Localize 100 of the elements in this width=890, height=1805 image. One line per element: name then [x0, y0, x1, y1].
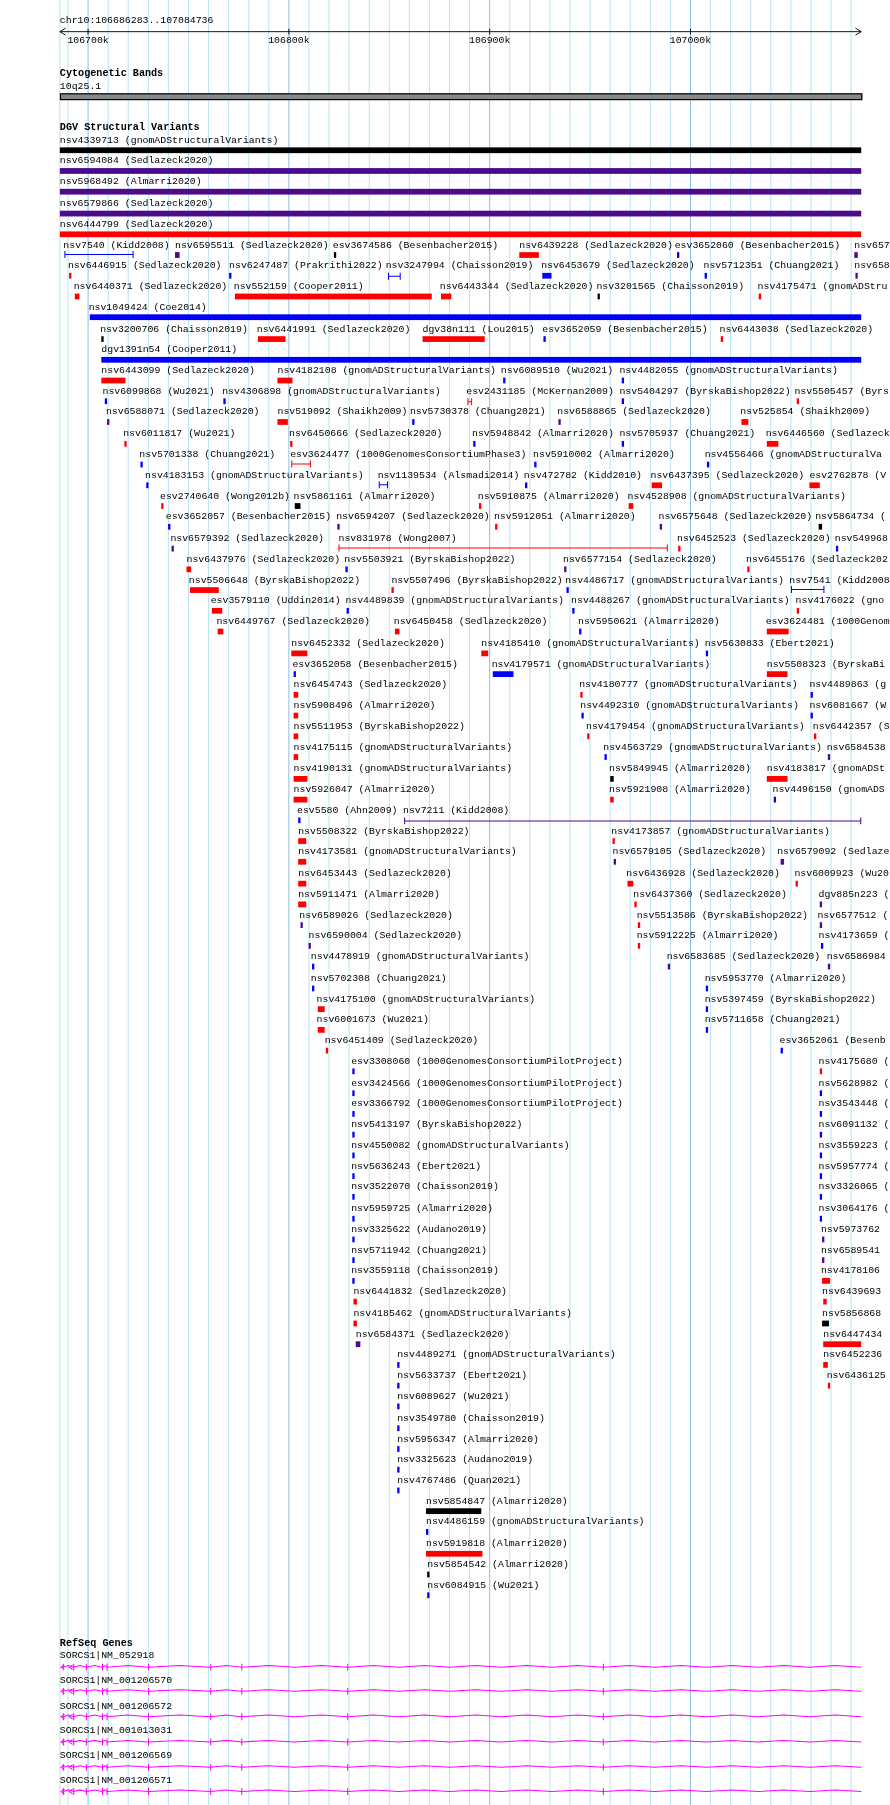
variant-label: nsv831978 (Wong2007) — [338, 532, 457, 546]
variant-label: nsv5630833 (Ebert2021) — [704, 637, 835, 650]
variant-label: nsv6452236 — [823, 1349, 883, 1362]
variant-label: nsv5397459 (ByrskaBishop2022) — [704, 993, 876, 1006]
variant-label: nsv5854542 (Almarri2020) — [427, 1558, 569, 1572]
variant-label: nsv4478919 (gnomADStructuralVariants) — [310, 951, 530, 965]
variant-label: esv3652059 (Besenbacher2015) — [542, 323, 708, 336]
variant-label: nsv5910002 (Almarri2020) — [533, 448, 675, 462]
variant-label: nsv6436928 (Sedlazeck2020) — [626, 867, 780, 881]
variant-label: nsv6439228 (Sedlazeck2020) — [519, 239, 673, 252]
variant-label: nsv6584538 — [826, 742, 886, 755]
variant-label: esv3652058 (Besenbacher2015) — [292, 658, 458, 671]
variant-label: nsv3247994 (Chaisson2019) — [385, 260, 534, 273]
gene-label: SORCS1|NM_001206571 — [59, 1775, 173, 1788]
variant-label: dgv38n111 (Lou2015) — [422, 323, 535, 336]
variant-label: nsv5926047 (Almarri2020) — [293, 783, 436, 797]
variant-label: nsv4550082 (gnomADStructuralVariants) — [351, 1139, 570, 1153]
variant-label: nsv6011817 (Wu2021) — [123, 427, 236, 441]
variant-label: nsv6449767 (Sedlazeck2020) — [216, 616, 370, 629]
variant-label: esv3308060 (1000GenomesConsortiumPilotProject) — [351, 1056, 623, 1069]
variant-label: esv2431185 (McKernan2009) — [466, 385, 614, 399]
variant-label: nsv3325623 (Audano2019) — [397, 1454, 534, 1467]
variant-label: nsv4185462 (gnomADStructuralVariants) — [353, 1307, 572, 1321]
variant-label: nsv5919818 (Almarri2020) — [426, 1537, 568, 1551]
variant-label: nsv6453679 (Sedlazeck2020) — [541, 260, 695, 273]
variant-label: nsv6583685 (Sedlazeck2020) — [666, 951, 821, 965]
variant-label: nsv6446560 (Sedlazeck — [765, 427, 890, 441]
variant-label: nsv3064176 ( — [818, 1202, 890, 1216]
variant-label: nsv4179454 (gnomADStructuralVariants) — [586, 721, 805, 734]
variant-label: nsv5730378 (Chuang2021) — [409, 406, 546, 420]
variant-label: nsv5508322 (ByrskaBishop2022) — [298, 825, 470, 839]
variant-label: nsv1049424 (Coe2014) — [88, 302, 207, 315]
variant-label: nsv4173581 (gnomADStructuralVariants) — [298, 846, 517, 860]
variant-label: nsv6577154 (Sedlazeck2020) — [563, 553, 717, 567]
variant-label: nsv6091132 ( — [818, 1119, 890, 1132]
variant-label: nsv6579105 (Sedlazeck2020) — [612, 846, 767, 860]
variant-label: nsv4486717 (gnomADStructuralVariants) — [565, 574, 784, 588]
variant-label: nsv658 — [854, 260, 890, 273]
axis-tick-label: 106700k — [67, 33, 109, 47]
variant-label: nsv6455176 (Sedlazeck202 — [746, 553, 888, 567]
variant-label: nsv5701338 (Chuang2021) — [139, 448, 276, 462]
variant-label: nsv3549780 (Chaisson2019) — [397, 1412, 545, 1425]
variant-label: nsv6089627 (Wu2021) — [397, 1391, 510, 1404]
variant-label: esv5580 (Ahn2009) — [297, 804, 398, 818]
variant-label: nsv6081667 (W — [809, 700, 887, 713]
variant-label: nsv4489839 (gnomADStructuralVariants) — [345, 595, 564, 609]
variant-label: nsv6437395 (Sedlazeck2020) — [650, 469, 805, 483]
variant-label: nsv6595511 (Sedlazeck2020) — [175, 239, 329, 252]
variant-label: nsv6089510 (Wu2021) — [500, 365, 614, 378]
variant-label: nsv6446915 (Sedlazeck2020) — [67, 260, 222, 273]
variant-label: nsv5404297 (ByrskaBishop2022) — [619, 385, 791, 399]
variant-label: nsv5506648 (ByrskaBishop2022) — [188, 574, 361, 588]
variant-label: nsv6589541 — [820, 1244, 880, 1258]
axis-tick-label: 107000k — [669, 33, 712, 47]
variant-label: nsv472782 (Kidd2010) — [523, 469, 642, 483]
variant-label: nsv4175100 (gnomADStructuralVariants) — [316, 993, 536, 1006]
variant-label: nsv4486159 (gnomADStructuralVariants) — [426, 1516, 645, 1530]
variant-label: nsv5864734 ( — [815, 511, 887, 525]
variant-label: nsv6579092 (Sedlaze — [777, 846, 890, 860]
variant-label: nsv4179571 (gnomADStructuralVariants) — [491, 658, 711, 671]
variant-label: nsv3522070 (Chaisson2019) — [351, 1181, 499, 1195]
track-title: Cytogenetic Bands — [59, 67, 164, 80]
variant-label: esv3366792 (1000GenomesConsortiumPilotProject) — [351, 1098, 623, 1111]
variant-label: nsv6439693 — [822, 1286, 882, 1300]
axis-tick-label: 106900k — [469, 33, 511, 47]
variant-label: nsv4182108 (gnomADStructuralVariants) — [277, 365, 496, 378]
variant-label: nsv4306898 (gnomADStructuralVariants) — [222, 385, 441, 399]
variant-label: nsv3559223 ( — [818, 1139, 890, 1153]
variant-label: nsv4183817 (gnomADSt — [766, 762, 885, 776]
variant-label: nsv4339713 (gnomADStructuralVariants) — [59, 134, 279, 148]
track-title: RefSeq Genes — [59, 1637, 133, 1651]
variant-label: nsv5849945 (Almarri2020) — [609, 762, 751, 776]
variant-label: nsv549968 — [834, 532, 888, 546]
variant-label: nsv6575648 (Sedlazeck2020) — [658, 511, 813, 525]
variant-label: esv2740640 (Wong2012b) — [160, 490, 290, 504]
variant-label: nsv657 — [854, 239, 890, 252]
variant-label: nsv525854 (Shaikh2009) — [740, 406, 871, 420]
variant-label: nsv4489863 (g — [809, 679, 887, 692]
variant-label: nsv6437976 (Sedlazeck2020) — [186, 553, 341, 567]
axis-tick-label: 106800k — [268, 33, 310, 47]
band-label: 10q25.1 — [59, 80, 102, 93]
variant-label: nsv6443344 (Sedlazeck2020) — [439, 281, 594, 294]
variant-label: nsv6450666 (Sedlazeck2020) — [289, 427, 443, 441]
variant-label: nsv3201565 (Chaisson2019) — [596, 281, 745, 294]
variant-label: dgv1391n54 (Cooper2011) — [101, 344, 238, 357]
variant-label: nsv5950621 (Almarri2020) — [578, 616, 720, 629]
variant-label: nsv5911471 (Almarri2020) — [298, 888, 440, 902]
variant-label: esv3674586 (Besenbacher2015) — [332, 239, 499, 252]
variant-label: nsv5957774 ( — [818, 1160, 890, 1174]
variant-label: nsv5507496 (ByrskaBishop2022) — [391, 574, 563, 588]
gene-label: SORCS1|NM_001013031 — [59, 1725, 173, 1738]
variant-label: nsv4175680 ( — [818, 1056, 890, 1069]
variant-label: nsv6584371 (Sedlazeck2020) — [355, 1328, 510, 1342]
variant-label: nsv5861161 (Almarri2020) — [293, 490, 436, 504]
variant-label: nsv5636243 (Ebert2021) — [351, 1160, 482, 1174]
variant-label: nsv519092 (Shaikh2009) — [277, 406, 408, 420]
position-label: chr10:106686283..107084736 — [59, 14, 214, 28]
variant-label: nsv4563729 (gnomADStructuralVariants) — [603, 742, 822, 755]
variant-label: nsv4767486 (Quan2021) — [397, 1475, 522, 1488]
variant-label: nsv6443099 (Sedlazeck2020) — [101, 365, 255, 378]
